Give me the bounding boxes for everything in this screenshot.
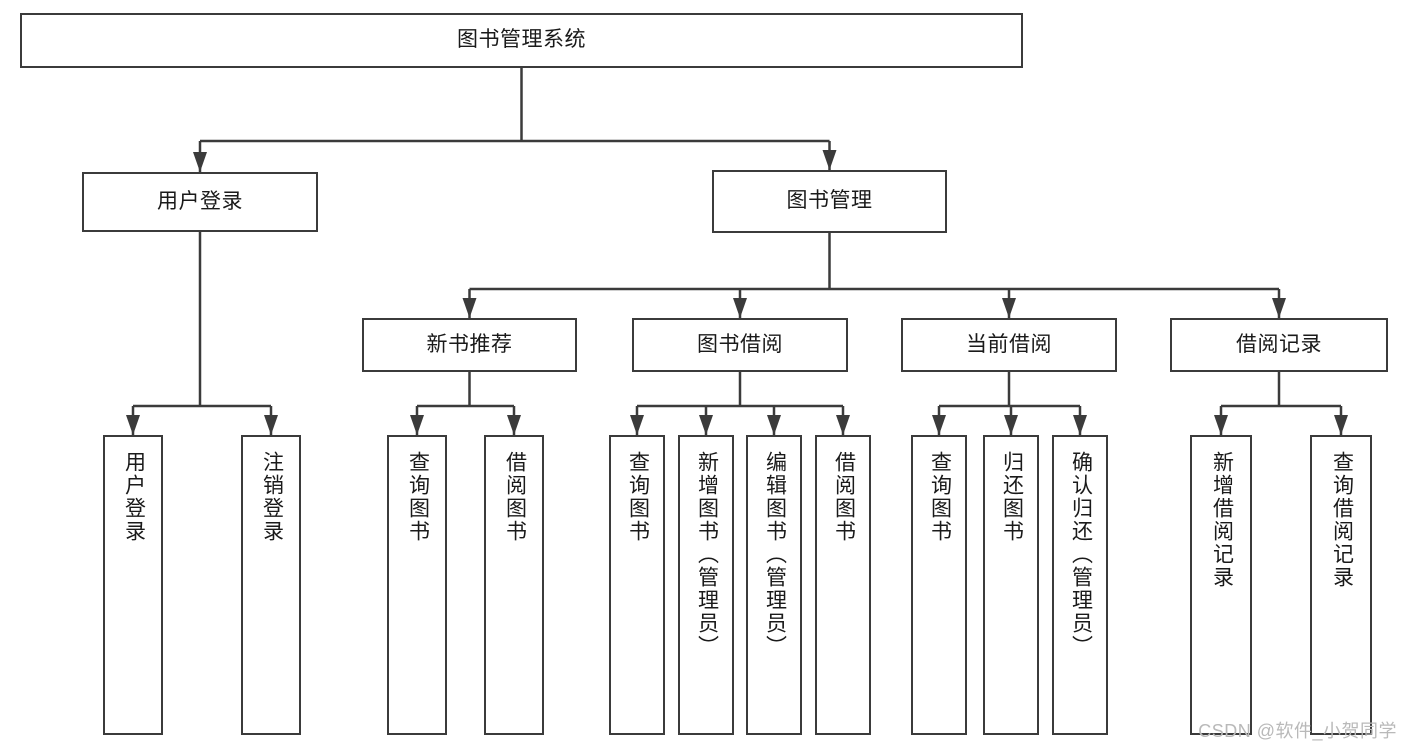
node-book-manage[interactable]: 图书管理	[712, 170, 947, 233]
arrowhead-icon	[264, 415, 278, 435]
node-leaf-add-book[interactable]: 新增图书（管理员）	[678, 435, 734, 735]
arrowhead-icon	[1073, 415, 1087, 435]
node-label: 新增借阅记录	[1210, 451, 1234, 589]
node-label: 借阅图书	[503, 451, 527, 543]
node-current-borrow[interactable]: 当前借阅	[901, 318, 1117, 372]
node-label: 新增图书（管理员）	[695, 451, 719, 658]
node-user-login[interactable]: 用户登录	[82, 172, 318, 232]
node-label: 编辑图书（管理员）	[763, 451, 787, 658]
node-leaf-query-record[interactable]: 查询借阅记录	[1310, 435, 1372, 735]
arrowhead-icon	[1214, 415, 1228, 435]
node-borrow-record[interactable]: 借阅记录	[1170, 318, 1388, 372]
node-label: 用户登录	[157, 189, 243, 213]
node-label: 新书推荐	[426, 332, 513, 356]
node-label: 查询图书	[626, 451, 650, 543]
arrowhead-icon	[1002, 298, 1016, 318]
node-label: 借阅图书	[832, 451, 856, 543]
node-leaf-borrow-book-2[interactable]: 借阅图书	[815, 435, 871, 735]
arrowhead-icon	[836, 415, 850, 435]
node-leaf-add-record[interactable]: 新增借阅记录	[1190, 435, 1252, 735]
node-label: 用户登录	[122, 451, 146, 543]
node-leaf-user-login[interactable]: 用户登录	[103, 435, 163, 735]
arrowhead-icon	[410, 415, 424, 435]
arrowhead-icon	[507, 415, 521, 435]
arrowhead-icon	[932, 415, 946, 435]
node-leaf-query-book-3[interactable]: 查询图书	[911, 435, 967, 735]
node-leaf-query-book-1[interactable]: 查询图书	[387, 435, 447, 735]
node-label: 确认归还（管理员）	[1069, 451, 1093, 658]
arrowhead-icon	[462, 298, 477, 318]
node-label: 图书管理系统	[457, 28, 586, 52]
node-leaf-return-book[interactable]: 归还图书	[983, 435, 1039, 735]
arrowhead-icon	[1334, 415, 1348, 435]
arrowhead-icon	[193, 152, 207, 172]
node-leaf-confirm-return[interactable]: 确认归还（管理员）	[1052, 435, 1108, 735]
node-label: 归还图书	[1000, 451, 1024, 543]
node-book-borrow[interactable]: 图书借阅	[632, 318, 848, 372]
node-label: 借阅记录	[1236, 332, 1322, 356]
node-leaf-query-book-2[interactable]: 查询图书	[609, 435, 665, 735]
arrowhead-icon	[822, 150, 837, 170]
node-root[interactable]: 图书管理系统	[20, 13, 1023, 68]
node-leaf-edit-book[interactable]: 编辑图书（管理员）	[746, 435, 802, 735]
node-label: 当前借阅	[966, 332, 1052, 356]
node-label: 图书借阅	[697, 332, 783, 356]
node-new-book-rec[interactable]: 新书推荐	[362, 318, 577, 372]
arrowhead-icon	[630, 415, 644, 435]
node-label: 图书管理	[786, 189, 873, 213]
node-label: 查询图书	[406, 451, 430, 543]
node-label: 注销登录	[260, 451, 284, 543]
node-leaf-user-logout[interactable]: 注销登录	[241, 435, 301, 735]
arrowhead-icon	[1004, 415, 1018, 435]
arrowhead-icon	[767, 415, 781, 435]
arrowhead-icon	[733, 298, 747, 318]
arrowhead-icon	[1272, 298, 1286, 318]
arrowhead-icon	[126, 415, 140, 435]
node-leaf-borrow-book-1[interactable]: 借阅图书	[484, 435, 544, 735]
node-label: 查询借阅记录	[1330, 451, 1354, 589]
arrowhead-icon	[699, 415, 713, 435]
node-label: 查询图书	[928, 451, 952, 543]
